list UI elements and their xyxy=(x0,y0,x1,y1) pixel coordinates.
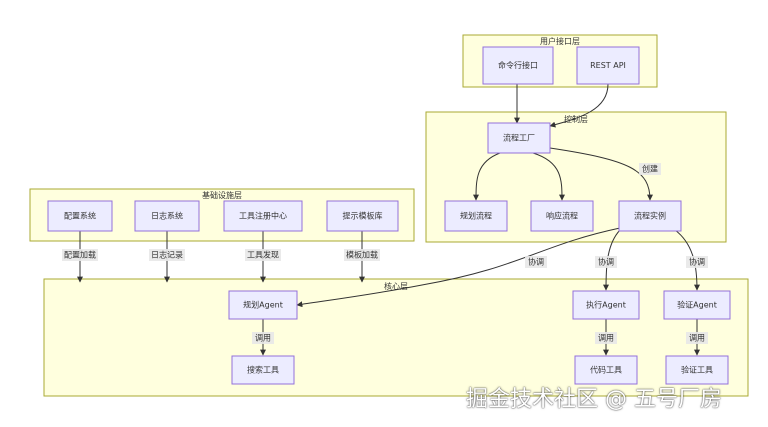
node-search-tool[interactable]: 搜索工具 xyxy=(231,355,295,385)
node-log-system-label: 日志系统 xyxy=(151,211,183,221)
edge-label-template-load-text: 模板加载 xyxy=(346,250,378,260)
node-code-tool-label: 代码工具 xyxy=(590,365,622,375)
node-prompt-templates-label: 提示模板库 xyxy=(343,211,383,221)
edge-label-config-load: 配置加载 xyxy=(62,249,98,261)
edge-factory-to-response-flow xyxy=(532,152,565,201)
edge-label-log-record-text: 日志记录 xyxy=(151,250,183,260)
node-validation-tool[interactable]: 验证工具 xyxy=(665,355,729,385)
node-planning-agent[interactable]: 规划Agent xyxy=(228,290,298,320)
edge-label-invoke-3-text: 调用 xyxy=(689,334,705,343)
node-validation-tool-label: 验证工具 xyxy=(681,365,713,375)
edge-label-tool-discovery-text: 工具发现 xyxy=(247,250,279,260)
cluster-infrastructure-title: 基础设施层 xyxy=(202,190,242,200)
edge-instance-to-planning-agent xyxy=(296,227,621,308)
edge-label-create: 创建 xyxy=(639,163,661,175)
cluster-control-title: 控制层 xyxy=(564,114,588,124)
edge-label-template-load: 模板加载 xyxy=(344,249,380,261)
edge-label-coordinate-2: 协调 xyxy=(595,256,617,268)
node-planning-agent-label: 规划Agent xyxy=(243,300,283,310)
edge-factory-to-instance xyxy=(549,147,653,201)
node-rest-api[interactable]: REST API xyxy=(576,46,640,85)
node-config-system-label: 配置系统 xyxy=(64,211,96,221)
node-validator-agent-label: 验证Agent xyxy=(677,300,717,310)
node-tool-registry[interactable]: 工具注册中心 xyxy=(223,200,303,232)
node-code-tool[interactable]: 代码工具 xyxy=(574,355,638,385)
edge-label-invoke-1: 调用 xyxy=(252,332,274,344)
node-config-system[interactable]: 配置系统 xyxy=(47,200,113,232)
cluster-core-title: 核心层 xyxy=(384,281,408,291)
node-flow-factory-label: 流程工厂 xyxy=(503,133,535,143)
cluster-user-interface-title: 用户接口层 xyxy=(540,36,580,46)
edge-label-invoke-2-text: 调用 xyxy=(598,334,614,343)
edge-label-config-load-text: 配置加载 xyxy=(64,250,96,260)
edge-label-coordinate-1: 协调 xyxy=(525,256,547,268)
node-response-flow-label: 响应流程 xyxy=(546,211,578,221)
edge-label-coordinate-3-text: 协调 xyxy=(689,257,705,267)
edge-label-invoke-2: 调用 xyxy=(595,332,617,344)
node-validator-agent[interactable]: 验证Agent xyxy=(663,290,731,320)
node-executor-agent[interactable]: 执行Agent xyxy=(572,290,640,320)
cluster-core: 核心层 xyxy=(43,278,749,397)
watermark: 掘金技术社区 @ 五号厂房 xyxy=(466,387,722,412)
node-flow-factory[interactable]: 流程工厂 xyxy=(487,122,551,154)
node-search-tool-label: 搜索工具 xyxy=(247,365,279,375)
node-flow-instance[interactable]: 流程实例 xyxy=(618,200,682,232)
node-tool-registry-label: 工具注册中心 xyxy=(239,211,287,221)
node-rest-api-label: REST API xyxy=(590,61,626,70)
edge-label-coordinate-1-text: 协调 xyxy=(528,257,544,267)
node-log-system[interactable]: 日志系统 xyxy=(134,200,200,232)
edge-label-invoke-3: 调用 xyxy=(686,332,708,344)
edge-label-invoke-1-text: 调用 xyxy=(255,334,271,343)
node-planning-flow-label: 规划流程 xyxy=(460,211,492,221)
node-cli-label: 命令行接口 xyxy=(498,60,538,70)
node-cli[interactable]: 命令行接口 xyxy=(482,46,554,85)
edge-factory-to-planning-flow xyxy=(473,152,501,201)
edge-label-coordinate-3: 协调 xyxy=(686,256,708,268)
edge-rest-to-factory xyxy=(549,83,609,128)
node-planning-flow[interactable]: 规划流程 xyxy=(444,200,508,232)
edge-label-create-text: 创建 xyxy=(642,164,658,174)
edge-label-log-record: 日志记录 xyxy=(149,249,185,261)
node-executor-agent-label: 执行Agent xyxy=(586,300,626,310)
edge-label-coordinate-2-text: 协调 xyxy=(598,257,614,267)
node-prompt-templates[interactable]: 提示模板库 xyxy=(326,200,399,232)
node-flow-instance-label: 流程实例 xyxy=(634,211,666,221)
node-response-flow[interactable]: 响应流程 xyxy=(530,200,594,232)
edge-label-tool-discovery: 工具发现 xyxy=(245,249,281,261)
